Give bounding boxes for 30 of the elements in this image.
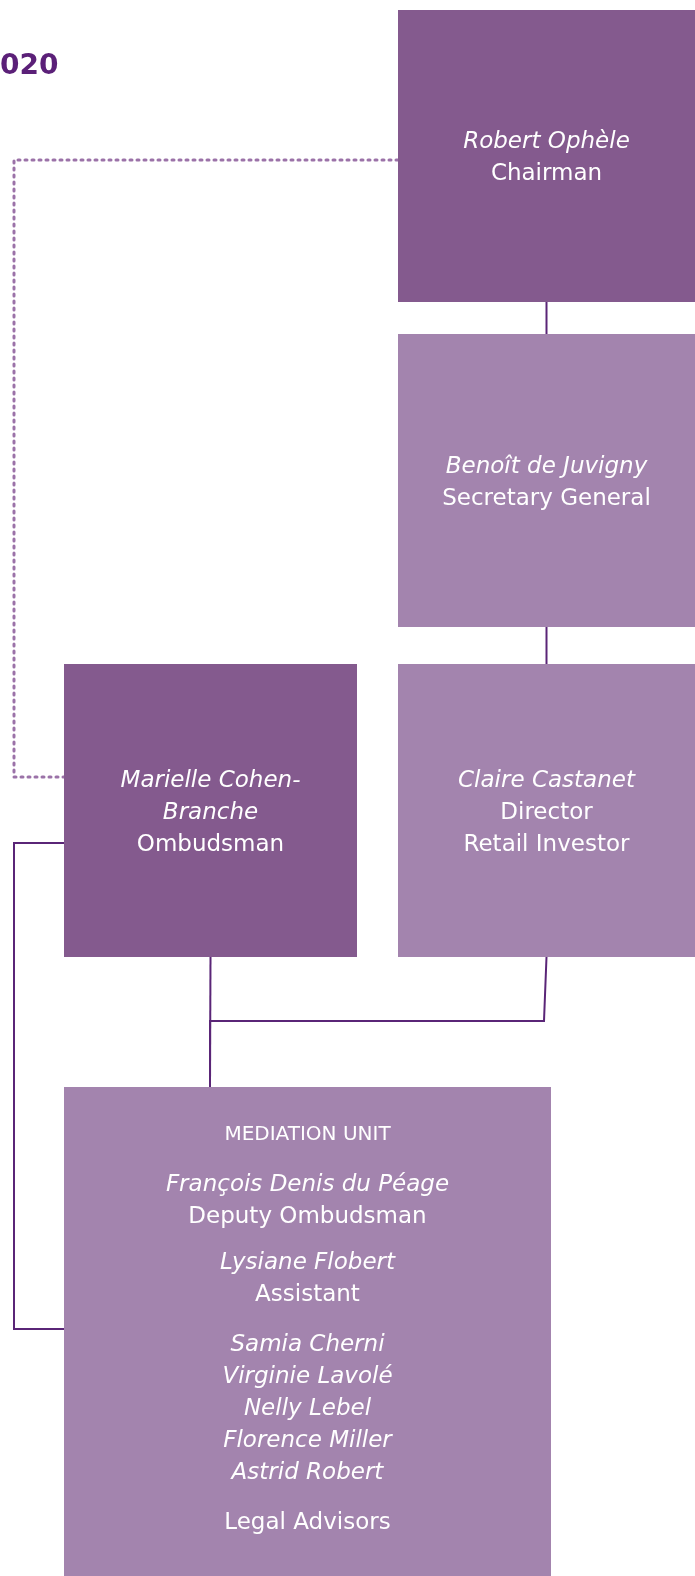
person-name: Lysiane Flobert bbox=[220, 1247, 395, 1276]
person-box bbox=[398, 334, 695, 627]
job-title: Secretary General bbox=[442, 482, 651, 512]
job-title: Assistant bbox=[255, 1279, 360, 1308]
person-box bbox=[398, 664, 695, 957]
person-box bbox=[64, 664, 357, 957]
person-name: Virginie Lavolé bbox=[222, 1361, 393, 1390]
person-box bbox=[398, 10, 695, 302]
unit-heading: MEDIATION UNIT bbox=[224, 1121, 391, 1145]
person-name: Robert Ophèle bbox=[463, 126, 630, 155]
person-name: Benoît de Juvigny bbox=[445, 450, 648, 480]
person-name: Astrid Robert bbox=[231, 1457, 384, 1486]
title: 020 bbox=[0, 48, 59, 81]
job-title: Director bbox=[500, 796, 593, 826]
job-title: Retail Investor bbox=[463, 828, 630, 858]
connector-line bbox=[545, 301, 548, 335]
job-title: Chairman bbox=[490, 158, 603, 187]
person-name: Marielle Cohen-Branche bbox=[119, 764, 302, 826]
person-name: Claire Castanet bbox=[458, 764, 635, 794]
job-title: Ombudsman bbox=[136, 828, 285, 858]
person-name: Florence Miller bbox=[223, 1425, 392, 1454]
connector-line bbox=[13, 842, 65, 1330]
job-title: Legal Advisors bbox=[224, 1507, 391, 1536]
unit-box bbox=[64, 1087, 551, 1576]
job-title: Deputy Ombudsman bbox=[188, 1201, 427, 1230]
person-name: François Denis du Péage bbox=[165, 1169, 450, 1198]
connector-line bbox=[545, 626, 548, 665]
person-name: Samia Cherni bbox=[230, 1329, 385, 1358]
dotted-connector bbox=[12, 158, 400, 779]
person-name: Nelly Lebel bbox=[243, 1393, 372, 1422]
